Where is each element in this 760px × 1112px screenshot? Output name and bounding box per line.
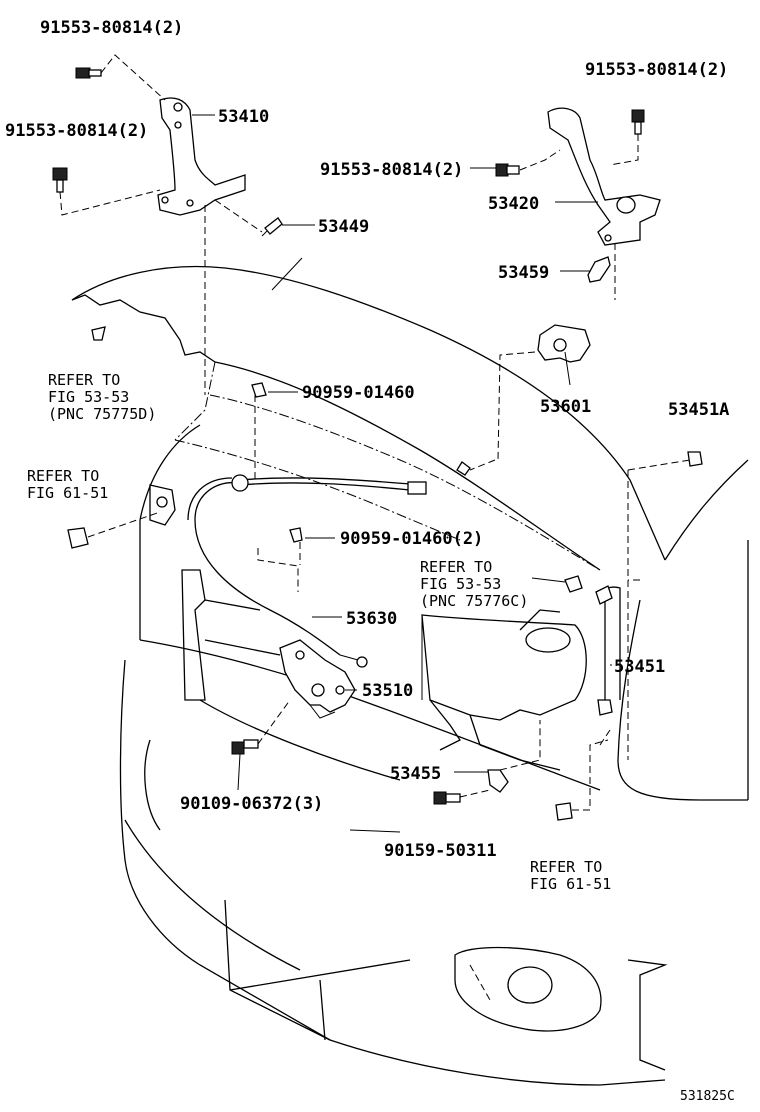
label-grommet-53451a: 53451A [668, 400, 729, 420]
refer-61-51-right: REFER TO FIG 61-51 [530, 858, 611, 893]
label-bolt-90109: 90109-06372(3) [180, 794, 323, 814]
label-support-rod-53451: 53451 [614, 657, 665, 677]
label-bolt-top-left: 91553-80814(2) [40, 18, 183, 38]
engine-bay-outline [139, 361, 601, 640]
support-rod [595, 585, 621, 716]
clamp-90959-1 [251, 382, 267, 398]
ref-line: (PNC 75775D) [48, 405, 156, 423]
bracket-53455 [487, 769, 509, 793]
release-cable [187, 461, 471, 668]
label-bracket-53455: 53455 [390, 764, 441, 784]
hinge-rh [547, 107, 661, 246]
grommet-53451a [687, 451, 703, 467]
bolt-91553-top-right [631, 109, 645, 135]
hood-lock [279, 639, 356, 719]
clip-53449 [261, 217, 283, 237]
label-hinge-lh: 53410 [218, 107, 269, 127]
hood-outline [71, 257, 666, 571]
ref-line: FIG 53-53 [420, 575, 501, 593]
ref-line: REFER TO [27, 467, 99, 485]
clamp-90959-2 [289, 527, 303, 543]
washer-tank [421, 609, 587, 771]
label-hood-lock-53510: 53510 [362, 681, 413, 701]
bolt-91553-top-left [75, 67, 102, 79]
ref-line: (PNC 75776C) [420, 592, 528, 610]
label-bolt-top-right: 91553-80814(2) [585, 60, 728, 80]
bolt-91553-left [52, 167, 68, 193]
ref-line: FIG 61-51 [27, 484, 108, 502]
label-release-lever: 53601 [540, 397, 591, 417]
release-lever [537, 324, 591, 386]
label-cable-53630: 53630 [346, 609, 397, 629]
label-clamp-90959-2: 90959-01460(2) [340, 529, 483, 549]
bolt-90159 [433, 791, 461, 805]
label-bolt-90159: 90159-50311 [384, 841, 497, 861]
fender-outline [617, 459, 749, 801]
hinge-lh [157, 97, 246, 216]
radiator-support [139, 569, 601, 791]
ref-line: REFER TO [530, 858, 602, 876]
label-clamp-90959-1: 90959-01460 [302, 383, 415, 403]
ref-line: REFER TO [420, 558, 492, 576]
label-bolt-mid-right: 91553-80814(2) [320, 160, 463, 180]
refer-53-53-pnc-75776c: REFER TO FIG 53-53 (PNC 75776C) [420, 558, 528, 610]
ref-line: FIG 53-53 [48, 388, 129, 406]
grommet-left [67, 484, 176, 549]
label-clip-53459: 53459 [498, 263, 549, 283]
bolt-91553-mid-right [495, 163, 520, 177]
grommet-right [555, 802, 573, 821]
ref-line: FIG 61-51 [530, 875, 611, 893]
bumper-outline [119, 659, 666, 1086]
label-bolt-left: 91553-80814(2) [5, 121, 148, 141]
fog-lamp [454, 946, 668, 1071]
refer-61-51-left: REFER TO FIG 61-51 [27, 467, 108, 502]
label-clip-53449: 53449 [318, 217, 369, 237]
ref-line: REFER TO [48, 371, 120, 389]
bolt-90109 [231, 739, 259, 755]
clip-53459 [587, 256, 611, 283]
refer-53-53-pnc-75775d: REFER TO FIG 53-53 (PNC 75775D) [48, 371, 156, 423]
diagram-code: 531825C [680, 1089, 735, 1104]
label-hinge-rh: 53420 [488, 194, 539, 214]
